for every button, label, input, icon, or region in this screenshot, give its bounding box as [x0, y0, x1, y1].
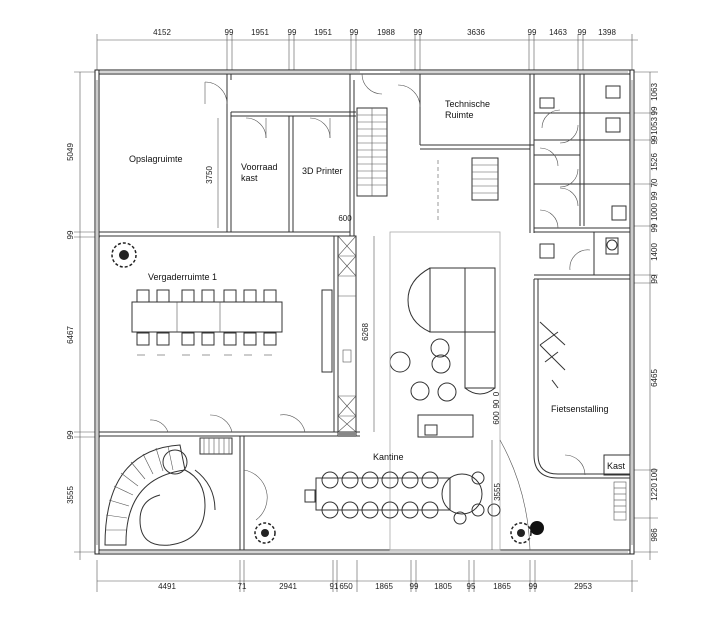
dim-inner-0: 0 — [492, 391, 501, 396]
dim-left-1: 5049 — [66, 143, 75, 161]
dim-bottom-11: 99 — [529, 582, 538, 591]
dim-bottom-7: 99 — [410, 582, 419, 591]
dim-left-4: 99 — [66, 430, 75, 439]
exterior-walls — [94, 69, 635, 555]
dim-right-7: 99 — [650, 191, 659, 200]
meeting-chairs — [136, 289, 277, 346]
dim-right-6: 70 — [650, 178, 659, 187]
room-label-opslagruimte: Opslagruimte — [129, 154, 183, 164]
dim-right-13: 1220 — [650, 483, 659, 501]
furniture — [104, 85, 627, 551]
room-label-fietsenstalling: Fietsenstalling — [551, 404, 609, 414]
room-label-technische: Technische — [445, 99, 490, 109]
plant-icon — [111, 242, 137, 268]
room-label-voorraad-kast: kast — [241, 173, 258, 183]
dim-right-2: 99 — [650, 106, 659, 115]
dim-bottom-5: 650 — [339, 582, 353, 591]
dim-inner-6268: 6268 — [361, 323, 370, 341]
dim-bottom-8: 1805 — [434, 582, 452, 591]
plant-icon — [510, 522, 532, 544]
spiral-staircase — [104, 444, 216, 546]
dim-inner-3555: 3555 — [493, 483, 502, 501]
dim-top-5: 1951 — [314, 28, 332, 37]
dim-inner-90: 90 — [492, 399, 501, 408]
dim-top-3: 1951 — [251, 28, 269, 37]
dims-left: 5049 99 6467 99 3555 — [66, 143, 75, 504]
dim-left-5: 3555 — [66, 486, 75, 504]
room-label-kantine: Kantine — [373, 452, 404, 462]
lounge-sofa — [407, 267, 496, 395]
dim-top-1: 4152 — [153, 28, 171, 37]
plant-icon — [254, 522, 276, 544]
dim-bottom-3: 2941 — [279, 582, 297, 591]
dim-top-4: 99 — [288, 28, 297, 37]
dim-top-12: 99 — [578, 28, 587, 37]
dim-bottom-6: 1865 — [375, 582, 393, 591]
dim-bottom-1: 4491 — [158, 582, 176, 591]
dim-left-3: 6467 — [66, 326, 75, 344]
dim-right-4: 99 — [650, 135, 659, 144]
dim-right-5: 1526 — [650, 153, 659, 171]
dim-right-3: 1053 — [650, 117, 659, 135]
dim-bottom-10: 1865 — [493, 582, 511, 591]
dim-bottom-9: 95 — [467, 582, 476, 591]
dim-inner-3750: 3750 — [205, 166, 214, 184]
dim-right-11: 99 — [650, 274, 659, 283]
room-label-voorraad: Voorraad — [241, 162, 278, 172]
dim-right-9: 99 — [650, 223, 659, 232]
bike-rack — [539, 321, 566, 389]
dims-right: 1063 99 1053 99 1526 70 99 1000 99 1400 … — [650, 83, 659, 542]
dim-bottom-4: 91 — [330, 582, 339, 591]
dim-right-8: 1000 — [650, 203, 659, 221]
room-label-3d-printer: 3D Printer — [302, 166, 343, 176]
dim-top-6: 99 — [350, 28, 359, 37]
lounge-stools — [389, 338, 457, 402]
dim-inner-600b: 600 — [492, 411, 501, 425]
dim-right-1: 1063 — [650, 83, 659, 101]
dimension-lines — [74, 34, 658, 592]
dim-top-8: 99 — [414, 28, 423, 37]
doors — [149, 73, 591, 521]
room-labels: Opslagruimte Voorraad kast 3D Printer Te… — [129, 99, 626, 471]
interior-walls — [99, 74, 631, 550]
dim-top-7: 1988 — [377, 28, 395, 37]
dim-right-14: 100 — [650, 468, 659, 482]
dim-top-13: 1398 — [598, 28, 616, 37]
room-label-ruimte: Ruimte — [445, 110, 474, 120]
dim-bottom-2: 71 — [238, 582, 247, 591]
inner-dimensions: 3750 600 6268 3555 600 90 0 — [205, 118, 502, 550]
dim-right-12: 6465 — [650, 369, 659, 387]
dim-inner-600: 600 — [338, 214, 352, 223]
toilet-icons — [539, 85, 627, 259]
dim-top-2: 99 — [225, 28, 234, 37]
room-label-vergaderruimte: Vergaderruimte 1 — [148, 272, 217, 282]
dim-top-11: 1463 — [549, 28, 567, 37]
dim-top-9: 3636 — [467, 28, 485, 37]
dims-bottom: 4491 71 2941 91 650 1865 99 1805 95 1865… — [158, 582, 592, 591]
kantine-chairs — [321, 471, 501, 525]
dim-right-10: 1400 — [650, 243, 659, 261]
dims-top: 4152 99 1951 99 1951 99 1988 99 3636 99 … — [153, 28, 616, 37]
room-label-kast: Kast — [607, 461, 626, 471]
column-marker — [530, 521, 544, 535]
dim-left-2: 99 — [66, 230, 75, 239]
dim-right-15: 986 — [650, 528, 659, 542]
dim-top-10: 99 — [528, 28, 537, 37]
dim-bottom-12: 2953 — [574, 582, 592, 591]
